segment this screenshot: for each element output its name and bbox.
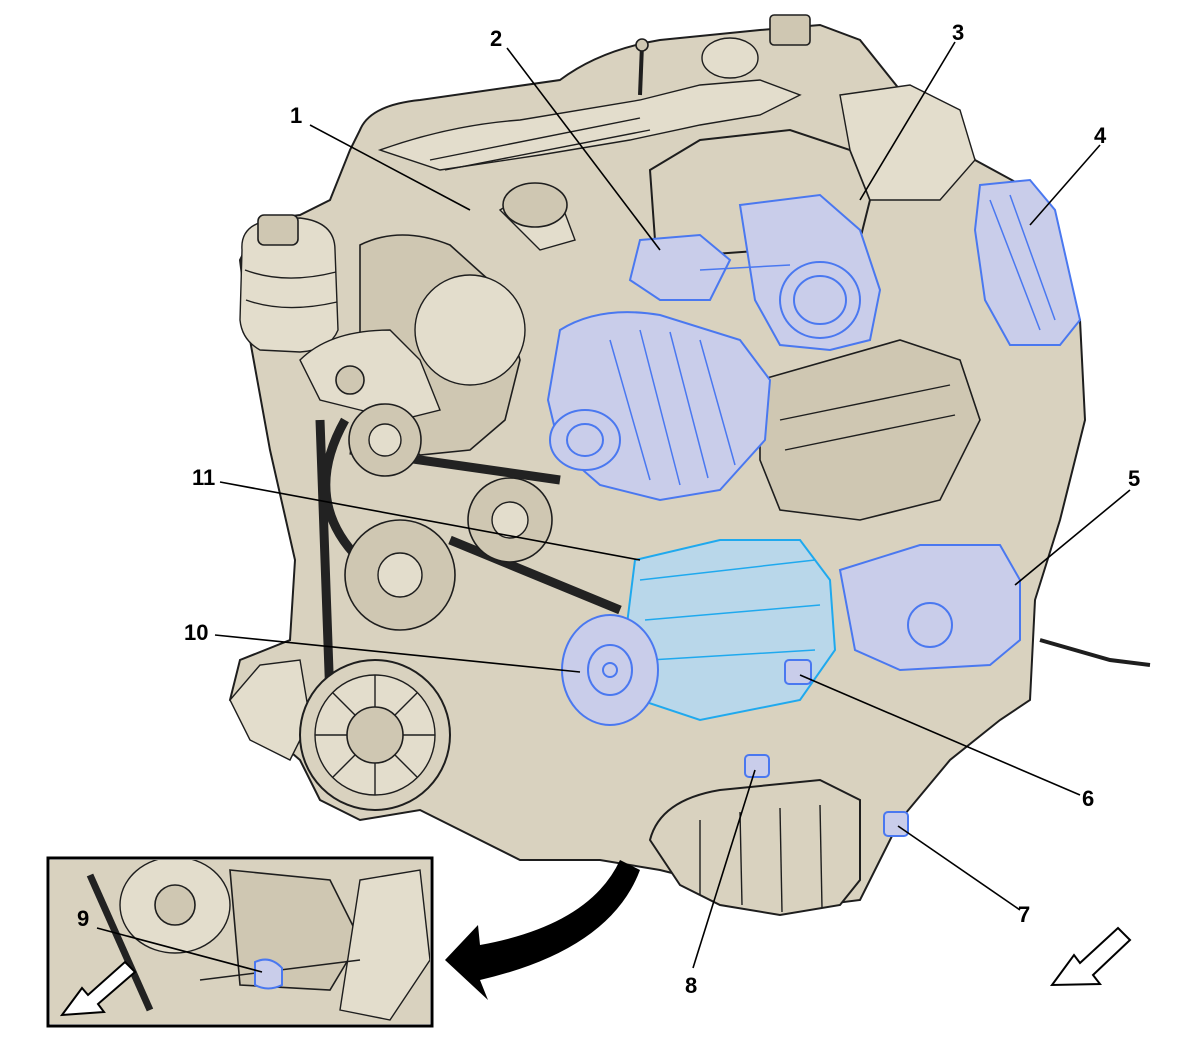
oil-filler-cap: [701, 37, 759, 79]
sensor-6-highlight: [784, 659, 812, 685]
leader-2: [506, 47, 661, 251]
callout-8: 8: [685, 973, 697, 998]
callout-labels: 1 2 3 4 5 6 7 8 9 10 11: [77, 20, 1140, 998]
sensor-housing-top: [769, 14, 811, 46]
thermostat-housing: [502, 182, 568, 228]
leader-7: [897, 825, 1021, 911]
detail-inset: [46, 856, 434, 1028]
callout-11: 11: [192, 465, 215, 490]
callout-7: 7: [1018, 902, 1030, 927]
callout-3: 3: [952, 20, 964, 45]
sensor-2-highlight: [628, 233, 791, 301]
leader-lines: [96, 41, 1131, 973]
leader-6: [799, 674, 1081, 796]
callout-6: 6: [1082, 786, 1094, 811]
callout-4: 4: [1094, 123, 1107, 148]
curved-pointer-arrow-icon: [445, 860, 640, 1000]
generator-highlight: [546, 311, 772, 502]
callout-10: 10: [184, 620, 208, 645]
ac-clutch-highlight: [561, 614, 659, 726]
callout-1: 1: [290, 103, 302, 128]
leader-1: [309, 124, 471, 211]
cam-sprocket-cover: [414, 274, 526, 386]
dipstick-handle: [635, 38, 649, 52]
component-4-highlight: [973, 178, 1082, 346]
sensor-7-highlight: [883, 811, 909, 837]
callout-9: 9: [77, 906, 89, 931]
ac-compressor-highlight: [623, 539, 837, 722]
oil-filter-cap: [257, 214, 299, 246]
leader-10: [214, 634, 581, 673]
accessory-drive: [299, 403, 622, 811]
leader-5: [1014, 489, 1131, 586]
serpentine-belt: [315, 417, 622, 701]
leader-3: [859, 41, 956, 201]
leader-9: [96, 927, 263, 973]
sensor-8-highlight: [744, 754, 770, 778]
exhaust-manifold: [759, 339, 981, 521]
throttle-body-highlight: [738, 193, 882, 352]
direction-arrow-icon: [59, 960, 137, 1017]
oil-pan: [648, 778, 861, 917]
callout-2: 2: [490, 26, 502, 51]
leader-11: [219, 481, 641, 561]
leader-8: [692, 769, 756, 969]
highlighted-components: [546, 178, 1151, 837]
air-box: [839, 84, 976, 201]
mount-bolt: [335, 365, 365, 395]
direction-arrow-icon: [1049, 926, 1132, 987]
leader-4: [1029, 144, 1101, 226]
sensor-9-highlight: [254, 958, 283, 990]
callout-5: 5: [1128, 466, 1140, 491]
intake-rail: [377, 79, 802, 171]
starter-highlight: [838, 544, 1021, 672]
